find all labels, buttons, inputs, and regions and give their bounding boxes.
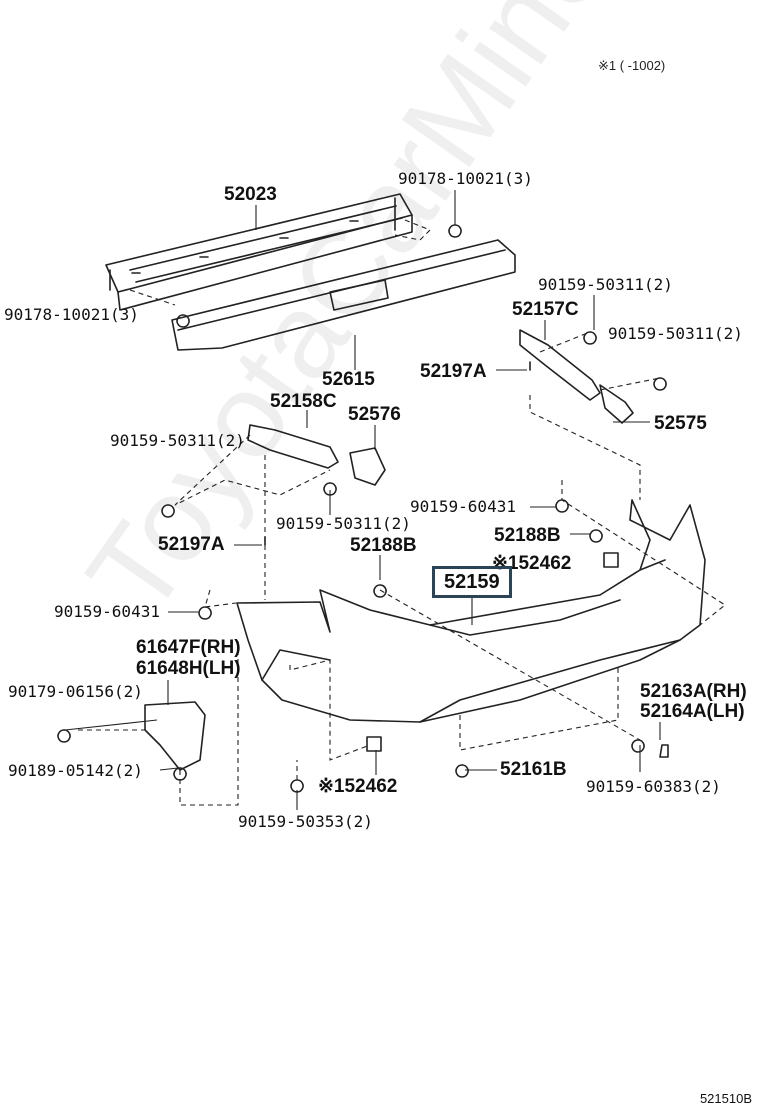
label-52462-bottom: ※152462 — [318, 776, 398, 797]
label-52197A-right: 52197A — [420, 361, 487, 382]
label-61648H: 61648H(LH) — [136, 658, 241, 679]
retainer-right-drawing — [519, 329, 634, 424]
label-90179-06156: 90179-06156(2) — [8, 682, 143, 701]
label-52161B: 52161B — [500, 759, 567, 780]
retainer-left-drawing — [247, 424, 386, 486]
label-52575: 52575 — [654, 413, 707, 434]
label-90159-60383: 90159-60383(2) — [586, 777, 721, 796]
label-52615: 52615 — [322, 369, 375, 390]
label-52188B-left: 52188B — [350, 535, 417, 556]
figure-code: 521510B — [699, 1091, 752, 1106]
label-90159-60431-right: 90159-60431 — [410, 497, 516, 516]
label-52462-right: ※152462 — [492, 553, 572, 574]
bumper-reinforcement-drawing — [105, 193, 413, 311]
label-52576: 52576 — [348, 404, 401, 425]
label-90178-10021-left: 90178-10021(3) — [4, 305, 139, 324]
label-90159-50311-c: 90159-50311(2) — [110, 431, 245, 450]
label-90159-50353: 90159-50353(2) — [238, 812, 373, 831]
bumper-cover-drawing — [236, 499, 706, 723]
label-52157C: 52157C — [512, 299, 579, 320]
label-90159-60431-left: 90159-60431 — [54, 602, 160, 621]
label-61647F: 61647F(RH) — [136, 637, 241, 658]
highlighted-part-52159[interactable]: 52159 — [432, 566, 512, 598]
energy-absorber-drawing — [171, 239, 516, 351]
label-90178-10021-top: 90178-10021(3) — [398, 169, 533, 188]
label-52164A: 52164A(LH) — [640, 701, 745, 722]
label-90159-50311-b: 90159-50311(2) — [608, 324, 743, 343]
side-bracket-drawing — [144, 701, 206, 771]
label-52188B-right: 52188B — [494, 525, 561, 546]
label-90189-05142: 90189-05142(2) — [8, 761, 143, 780]
label-52197A-left: 52197A — [158, 534, 225, 555]
label-90159-50311-d: 90159-50311(2) — [276, 514, 411, 533]
label-52158C: 52158C — [270, 391, 337, 412]
label-90159-50311-a: 90159-50311(2) — [538, 275, 673, 294]
header-note: ※1 ( -1002) — [598, 58, 666, 73]
label-52163A: 52163A(RH) — [640, 681, 747, 702]
label-52023: 52023 — [224, 184, 277, 205]
